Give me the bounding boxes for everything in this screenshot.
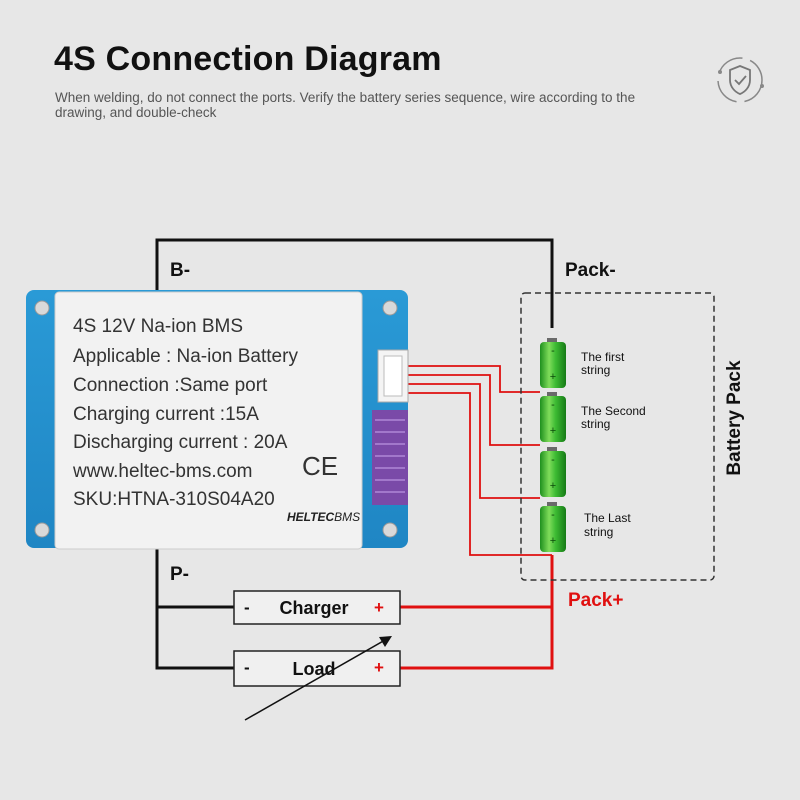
bms-line-1: 4S 12V Na-ion BMS [73, 316, 243, 337]
string-label: string [584, 525, 613, 539]
pack-plus-label: Pack+ [568, 590, 623, 611]
svg-text:-: - [551, 454, 555, 466]
load-minus: - [244, 658, 250, 677]
charger-minus: - [244, 598, 250, 617]
page-title: 4S Connection Diagram [54, 40, 442, 78]
variable-load-arrow [244, 636, 392, 721]
battery-cell: -+ [540, 447, 566, 497]
bms-line-4: Charging current :15A [73, 404, 259, 425]
charger-label: Charger [279, 598, 348, 618]
page-subtitle: When welding, do not connect the ports. … [55, 90, 636, 120]
string-label: string [581, 417, 610, 431]
svg-text:+: + [550, 425, 556, 437]
svg-text:+: + [550, 371, 556, 383]
svg-text:-: - [551, 345, 555, 357]
bms-line-7: SKU:HTNA-310S04A20 [73, 489, 275, 510]
battery-pack-box [520, 292, 715, 581]
p-minus-label: P- [170, 564, 189, 585]
battery-cell: -+ [540, 502, 566, 552]
string-label: The Second [581, 404, 646, 418]
bms-line-6: www.heltec-bms.com [72, 461, 253, 482]
ce-mark: CE [302, 451, 338, 481]
string-label: The Last [584, 511, 631, 525]
charger-box: - Charger + [233, 590, 401, 625]
bms-line-5: Discharging current : 20A [73, 432, 288, 453]
svg-text:-: - [551, 509, 555, 521]
shield-check-icon [717, 57, 764, 103]
bms-label-sticker [54, 291, 363, 550]
positive-wires [400, 555, 554, 670]
charger-plus: + [374, 598, 384, 617]
b-minus-label: B- [170, 260, 190, 281]
svg-text:+: + [550, 480, 556, 492]
string-label: The first [581, 350, 625, 364]
pack-minus-label: Pack- [565, 260, 616, 281]
load-box: - Load + [233, 650, 401, 687]
svg-text:+: + [550, 535, 556, 547]
balance-wires [408, 365, 552, 556]
bms-line-2: Applicable : Na-ion Battery [73, 346, 298, 367]
battery-pack-title: Battery Pack [724, 360, 745, 476]
bms-board: 4S 12V Na-ion BMS Applicable : Na-ion Ba… [26, 290, 409, 550]
negative-wires [155, 238, 554, 670]
bms-line-3: Connection :Same port [73, 375, 268, 396]
load-plus: + [374, 658, 384, 677]
svg-text:-: - [551, 399, 555, 411]
battery-cell: -+ [540, 338, 566, 388]
string-label: string [581, 363, 610, 377]
battery-cell: -+ [540, 392, 566, 442]
load-label: Load [293, 659, 336, 679]
brand-logo: HELTECBMS [287, 510, 360, 524]
